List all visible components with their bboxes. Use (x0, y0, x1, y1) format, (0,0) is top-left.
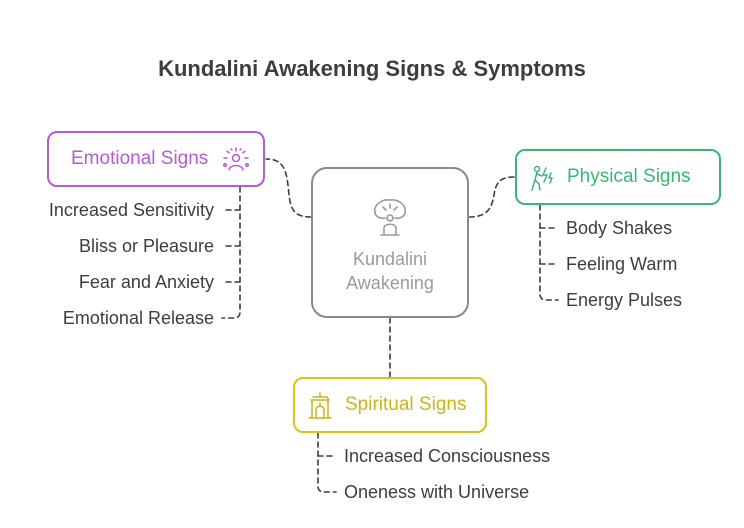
radiant-person-icon (221, 145, 251, 175)
connector-center-physical (468, 176, 516, 218)
tree-meditation-icon (367, 195, 413, 241)
diagram-title: Kundalini Awakening Signs & Symptoms (158, 56, 586, 81)
emotional-signs-node[interactable]: Emotional Signs (47, 131, 265, 187)
kundalini-awakening-node[interactable]: Kundalini Awakening (311, 167, 469, 318)
emotional-list-spine (221, 186, 241, 319)
physical-item-2: Feeling Warm (566, 254, 678, 274)
temple-icon (305, 391, 335, 421)
emotional-signs-label: Emotional Signs (71, 148, 209, 169)
physical-signs-node[interactable]: Physical Signs (515, 149, 721, 205)
physical-list-spine (539, 204, 559, 301)
spiritual-signs-node[interactable]: Spiritual Signs (293, 377, 487, 433)
physical-signs-label: Physical Signs (567, 166, 691, 187)
physical-item-3: Energy Pulses (566, 290, 683, 310)
emotional-item-4: Emotional Release (62, 308, 214, 328)
emotional-item-3: Fear and Anxiety (78, 272, 214, 292)
center-line-1: Kundalini (352, 248, 428, 269)
spiritual-list-spine (317, 432, 337, 493)
energy-body-icon (527, 163, 557, 193)
emotional-item-2: Bliss or Pleasure (78, 236, 214, 256)
spiritual-item-2: Oneness with Universe (344, 482, 530, 502)
connector-center-emotional (265, 158, 312, 218)
emotional-item-1: Increased Sensitivity (48, 200, 214, 220)
physical-item-1: Body Shakes (566, 218, 673, 238)
center-line-2: Awakening (346, 272, 434, 293)
center-label: Kundalini Awakening (346, 247, 434, 295)
spiritual-signs-label: Spiritual Signs (345, 394, 467, 415)
spiritual-item-1: Increased Consciousness (344, 446, 551, 466)
